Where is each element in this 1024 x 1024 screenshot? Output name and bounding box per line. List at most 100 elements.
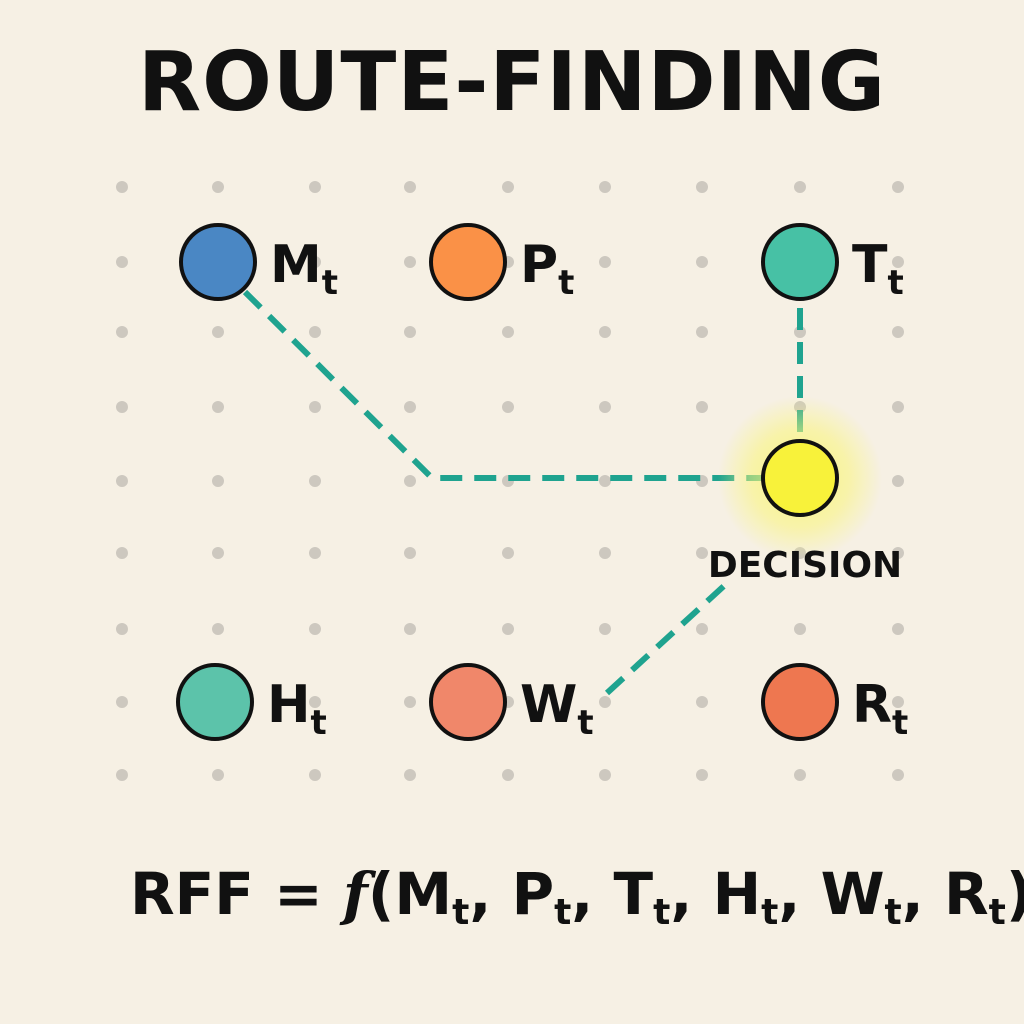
node-circle xyxy=(429,663,507,741)
grid-dot xyxy=(309,623,321,635)
grid-dot xyxy=(404,623,416,635)
formula-arg: Wt xyxy=(820,860,902,933)
grid-dot xyxy=(212,475,224,487)
node-t: Tt xyxy=(761,223,904,303)
grid-dot xyxy=(892,326,904,338)
grid-dot xyxy=(599,696,611,708)
node-circle xyxy=(179,223,257,301)
node-label: Tt xyxy=(852,235,904,303)
grid-dot xyxy=(309,401,321,413)
grid-dot xyxy=(404,769,416,781)
node-label: Pt xyxy=(520,235,574,303)
formula-arg: Pt xyxy=(511,860,572,933)
route-edge-m xyxy=(242,289,762,481)
grid-dot xyxy=(599,623,611,635)
grid-dot xyxy=(116,181,128,193)
grid-dot xyxy=(696,401,708,413)
grid-dot xyxy=(116,401,128,413)
grid-dot xyxy=(696,181,708,193)
grid-dot xyxy=(892,623,904,635)
grid-dot xyxy=(892,475,904,487)
grid-dot xyxy=(794,181,806,193)
node-circle xyxy=(761,223,839,301)
grid-dot xyxy=(116,475,128,487)
grid-dot xyxy=(404,256,416,268)
grid-dot xyxy=(116,623,128,635)
formula-function: f xyxy=(342,860,368,928)
grid-dot xyxy=(599,326,611,338)
grid-dot xyxy=(116,256,128,268)
grid-dot xyxy=(404,181,416,193)
node-circle xyxy=(176,663,254,741)
route-edges xyxy=(242,289,803,696)
grid-dot xyxy=(116,547,128,559)
grid-dot xyxy=(404,547,416,559)
grid-dot xyxy=(696,769,708,781)
grid-dot xyxy=(696,547,708,559)
grid-dot xyxy=(502,769,514,781)
node-label-main: R xyxy=(852,675,892,735)
grid-dot xyxy=(212,181,224,193)
grid-dot xyxy=(309,181,321,193)
node-label: Rt xyxy=(852,675,908,743)
grid-dot xyxy=(212,326,224,338)
grid-dot xyxy=(309,696,321,708)
grid-dot xyxy=(212,547,224,559)
grid-dot xyxy=(116,696,128,708)
grid-dot xyxy=(309,547,321,559)
node-label-subscript: t xyxy=(558,263,574,303)
node-h: Ht xyxy=(176,663,327,743)
node-label: Mt xyxy=(270,235,338,303)
grid-dot xyxy=(892,256,904,268)
formula-comma: , xyxy=(670,860,713,928)
grid-dot xyxy=(502,547,514,559)
grid-dot xyxy=(404,475,416,487)
node-label: Ht xyxy=(267,675,327,743)
grid-dot xyxy=(309,475,321,487)
decision-label: DECISION xyxy=(708,545,902,586)
formula-comma: , xyxy=(469,860,512,928)
formula-arg: Mt xyxy=(394,860,470,933)
node-label-subscript: t xyxy=(322,263,338,303)
grid-dots xyxy=(116,181,904,781)
node-label-subscript: t xyxy=(887,263,903,303)
grid-dot xyxy=(599,181,611,193)
formula-open-paren: ( xyxy=(367,860,395,928)
formula-args: Mt, Pt, Tt, Ht, Wt, Rt xyxy=(394,860,1006,933)
grid-dot xyxy=(696,256,708,268)
grid-dot xyxy=(892,181,904,193)
grid-dot xyxy=(892,547,904,559)
node-label-main: P xyxy=(520,235,558,295)
grid-dot xyxy=(502,623,514,635)
node-circle xyxy=(429,223,507,301)
grid-dot xyxy=(502,326,514,338)
formula-equals: = xyxy=(274,860,323,928)
node-label-subscript: t xyxy=(892,703,908,743)
grid-dot xyxy=(309,326,321,338)
grid-dot xyxy=(892,696,904,708)
grid-dot xyxy=(599,547,611,559)
grid-dot xyxy=(309,769,321,781)
node-r: Rt xyxy=(761,663,908,743)
formula-comma: , xyxy=(901,860,944,928)
grid-dot xyxy=(309,256,321,268)
node-m: Mt xyxy=(179,223,338,303)
node-label-main: M xyxy=(270,235,322,295)
formula-comma: , xyxy=(778,860,821,928)
decision-node: DECISION xyxy=(708,396,902,586)
grid-dot xyxy=(892,769,904,781)
node-circle xyxy=(761,663,839,741)
grid-dot xyxy=(599,769,611,781)
grid-dot xyxy=(212,623,224,635)
node-label-main: H xyxy=(267,675,311,735)
node-p: Pt xyxy=(429,223,574,303)
node-label-main: T xyxy=(852,235,888,295)
grid-dot xyxy=(404,401,416,413)
route-edge-w xyxy=(604,582,728,696)
grid-dot xyxy=(696,623,708,635)
formula-lhs: RFF xyxy=(130,860,254,928)
grid-dot xyxy=(502,181,514,193)
formula-arg: Ht xyxy=(712,860,779,933)
